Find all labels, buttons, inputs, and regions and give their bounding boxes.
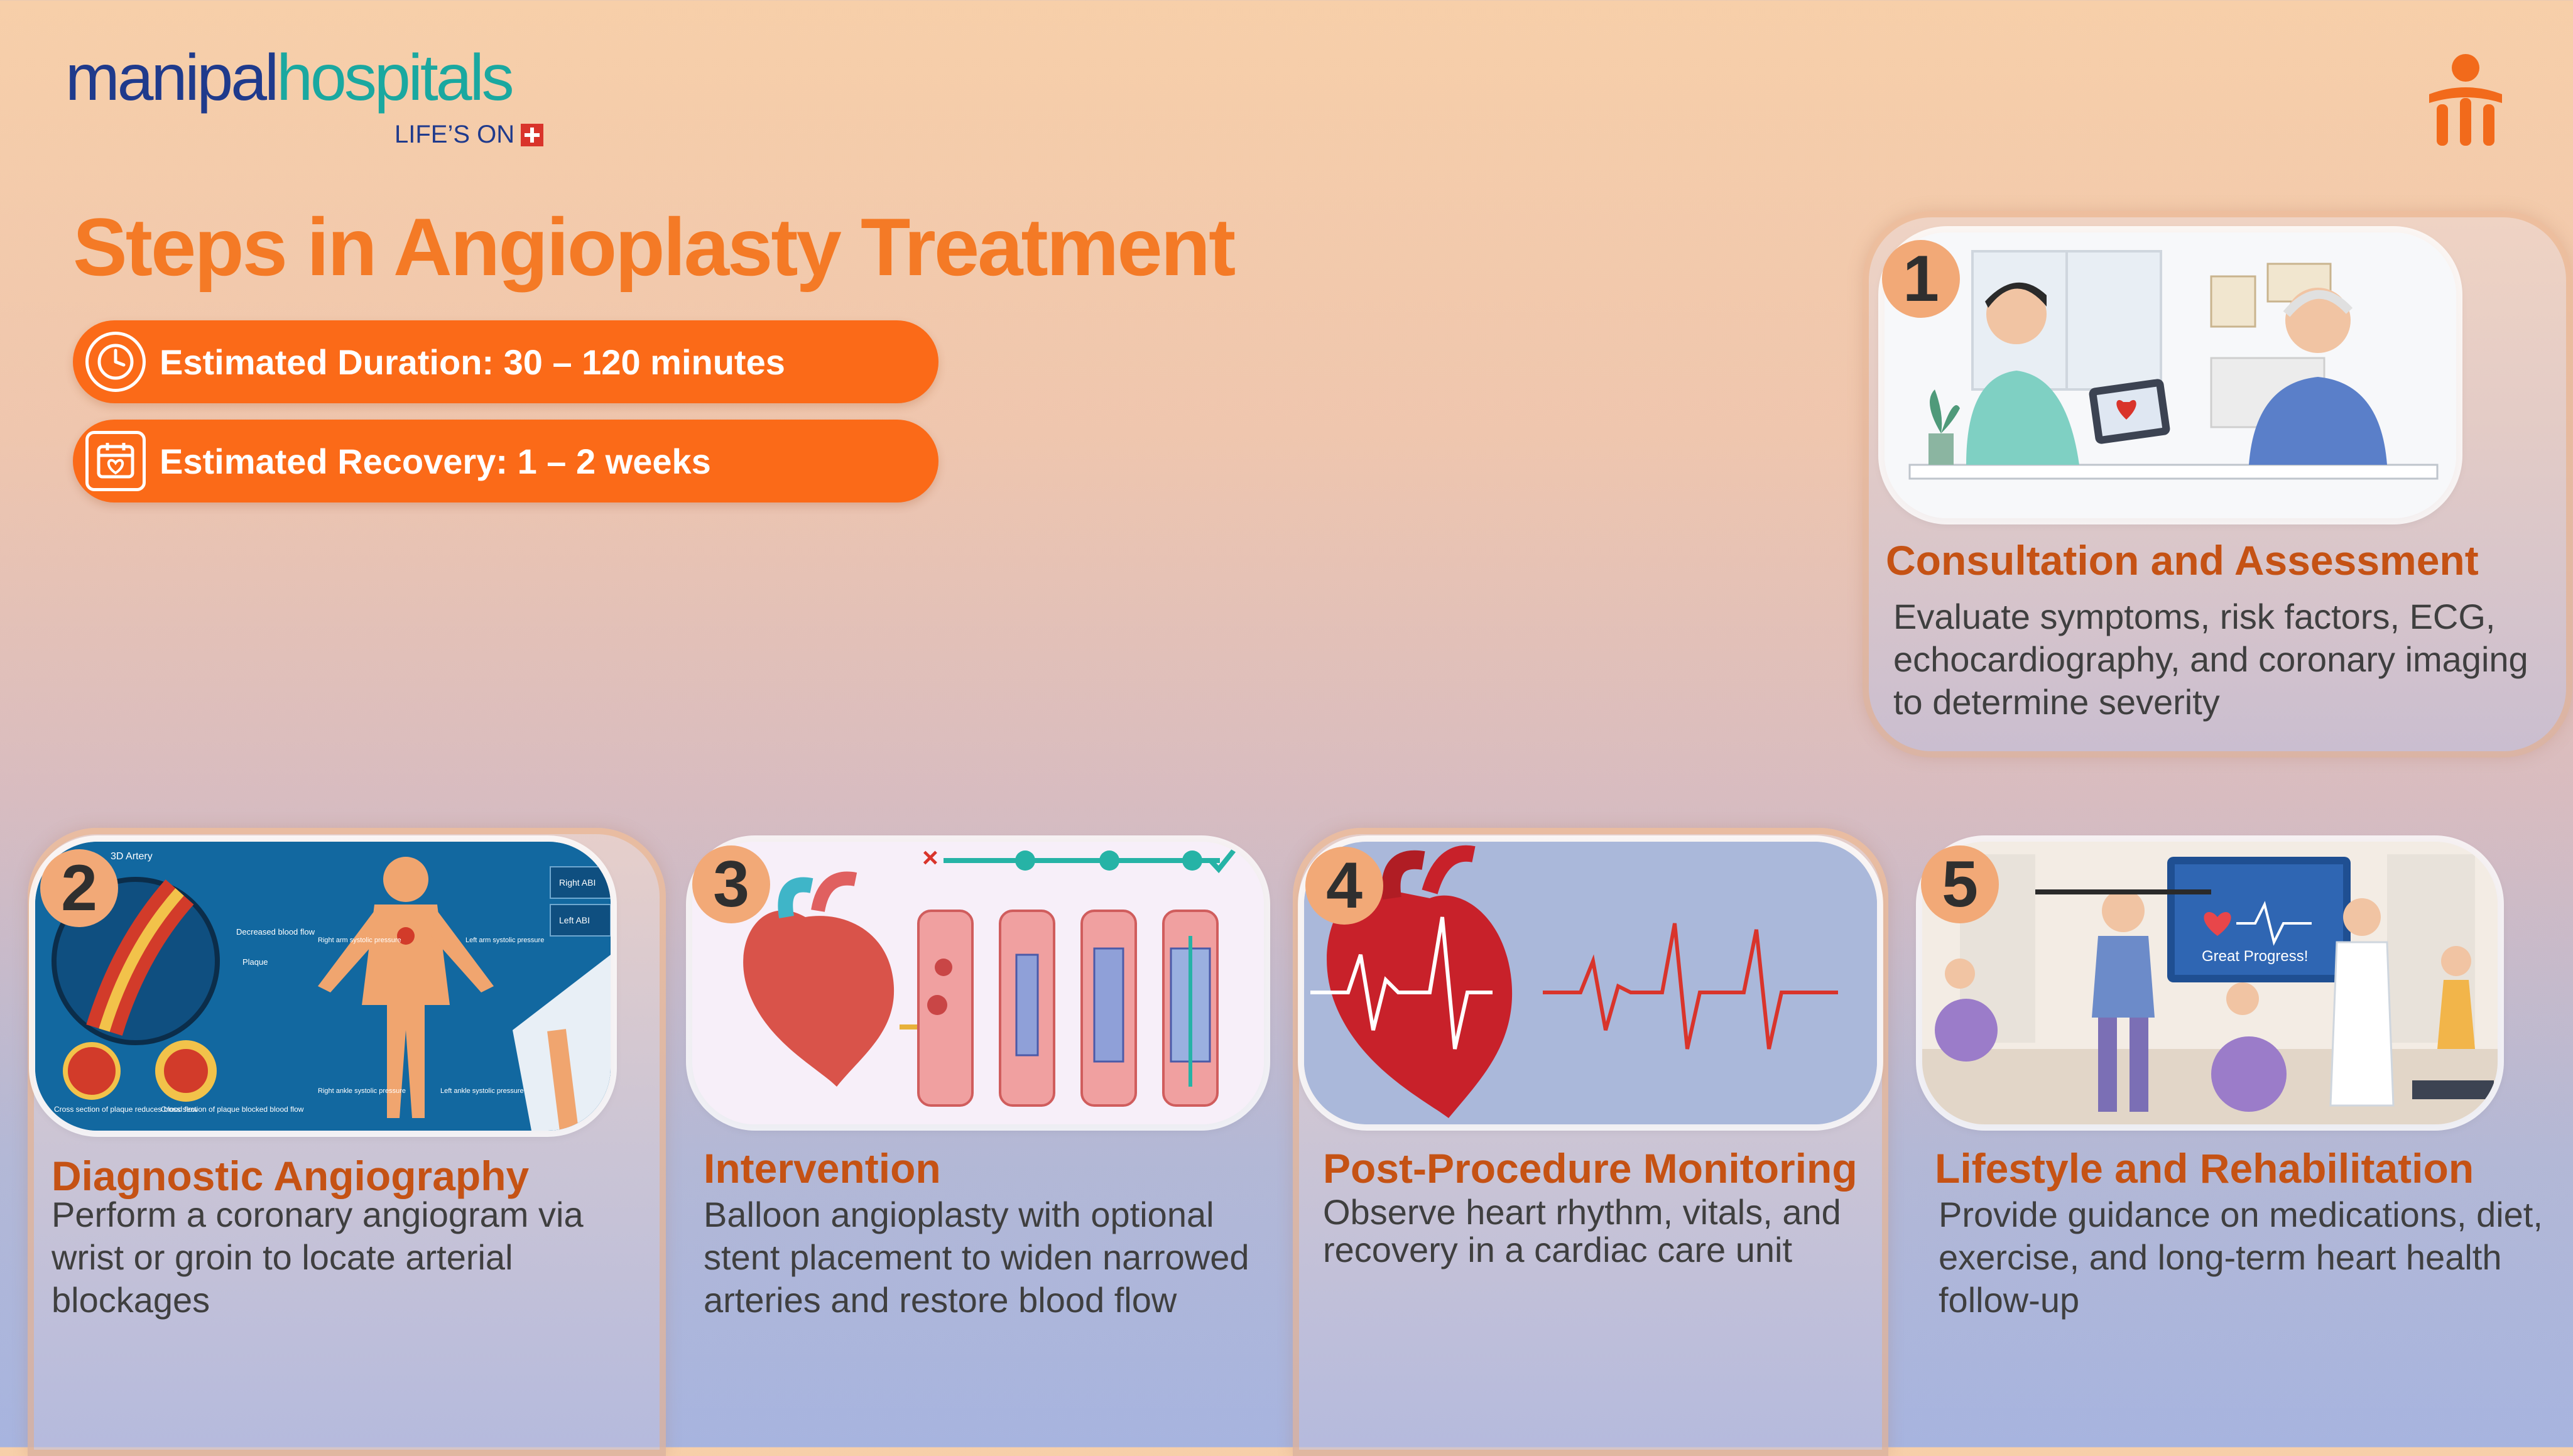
right-abi-label: Right ABI: [559, 877, 596, 888]
monitoring-illustration: [1304, 842, 1877, 1124]
step-title-4: Post-Procedure Monitoring: [1323, 1145, 1858, 1192]
decreased-flow-label: Decreased blood flow: [236, 927, 315, 937]
step-description-4: Observe heart rhythm, vitals, and recove…: [1323, 1192, 1841, 1269]
duration-pill: Estimated Duration: 30 – 120 minutes: [73, 320, 938, 403]
page-title: Steps in Angioplasty Treatment: [73, 201, 1236, 293]
step-title-5: Lifestyle and Rehabilitation: [1935, 1145, 2474, 1192]
step-number-3: 3: [692, 845, 770, 923]
left-abi-label: Left ABI: [559, 915, 590, 925]
artery-label: 3D Artery: [111, 851, 153, 862]
intervention-illustration: ×: [692, 842, 1264, 1124]
left-ankle-label: Left ankle systolic pressure: [440, 1087, 524, 1095]
cross-reduces-label: Cross section of plaque reduces blood fl…: [54, 1105, 198, 1114]
step-title-2: Diagnostic Angiography: [52, 1153, 530, 1199]
step-description-1: Evaluate symptoms, risk factors, ECG, ec…: [1893, 597, 2528, 722]
right-arm-label: Right arm systolic pressure: [318, 937, 401, 944]
logo-text-hospitals: hospitals: [276, 41, 514, 114]
calendar-heart-icon: [85, 431, 146, 491]
logo-tagline: LIFE’S ON: [394, 121, 544, 149]
step-number-2: 2: [40, 849, 118, 927]
step-title-3: Intervention: [704, 1145, 941, 1192]
step-number-1: 1: [1882, 240, 1960, 318]
right-ankle-label: Right ankle systolic pressure: [318, 1087, 406, 1095]
logo: manipalhospitals: [65, 45, 514, 111]
clock-icon: [85, 332, 146, 392]
step-description-5: Provide guidance on medications, diet, e…: [1939, 1195, 2543, 1320]
svg-text:×: ×: [922, 842, 938, 873]
great-progress-label: Great Progress!: [2202, 948, 2308, 965]
logo-text-manipal: manipal: [65, 41, 279, 114]
brand-mark-icon: [2429, 54, 2502, 146]
duration-text: Estimated Duration: 30 – 120 minutes: [160, 342, 785, 382]
cross-blocked-label: Cross section of plaque blocked blood fl…: [161, 1105, 304, 1114]
tagline-text: LIFE’S ON: [394, 121, 515, 148]
recovery-pill: Estimated Recovery: 1 – 2 weeks: [73, 420, 938, 503]
step-number-4: 4: [1305, 847, 1383, 925]
step-description-2: Perform a coronary angiogram via wrist o…: [52, 1195, 584, 1320]
angiography-illustration: 3D Artery Decreased blood flow Plaque Cr…: [35, 842, 611, 1131]
plaque-label: Plaque: [242, 957, 268, 967]
step-number-5: 5: [1921, 845, 1999, 923]
step-description-3: Balloon angioplasty with optional stent …: [704, 1195, 1249, 1320]
left-arm-label: Left arm systolic pressure: [465, 937, 544, 944]
recovery-text: Estimated Recovery: 1 – 2 weeks: [160, 441, 711, 481]
rehabilitation-illustration: Great Progress!: [1922, 842, 2498, 1124]
consultation-illustration: [1885, 232, 2456, 518]
step-title-1: Consultation and Assessment: [1886, 537, 2479, 584]
red-cross-icon: [521, 123, 544, 146]
